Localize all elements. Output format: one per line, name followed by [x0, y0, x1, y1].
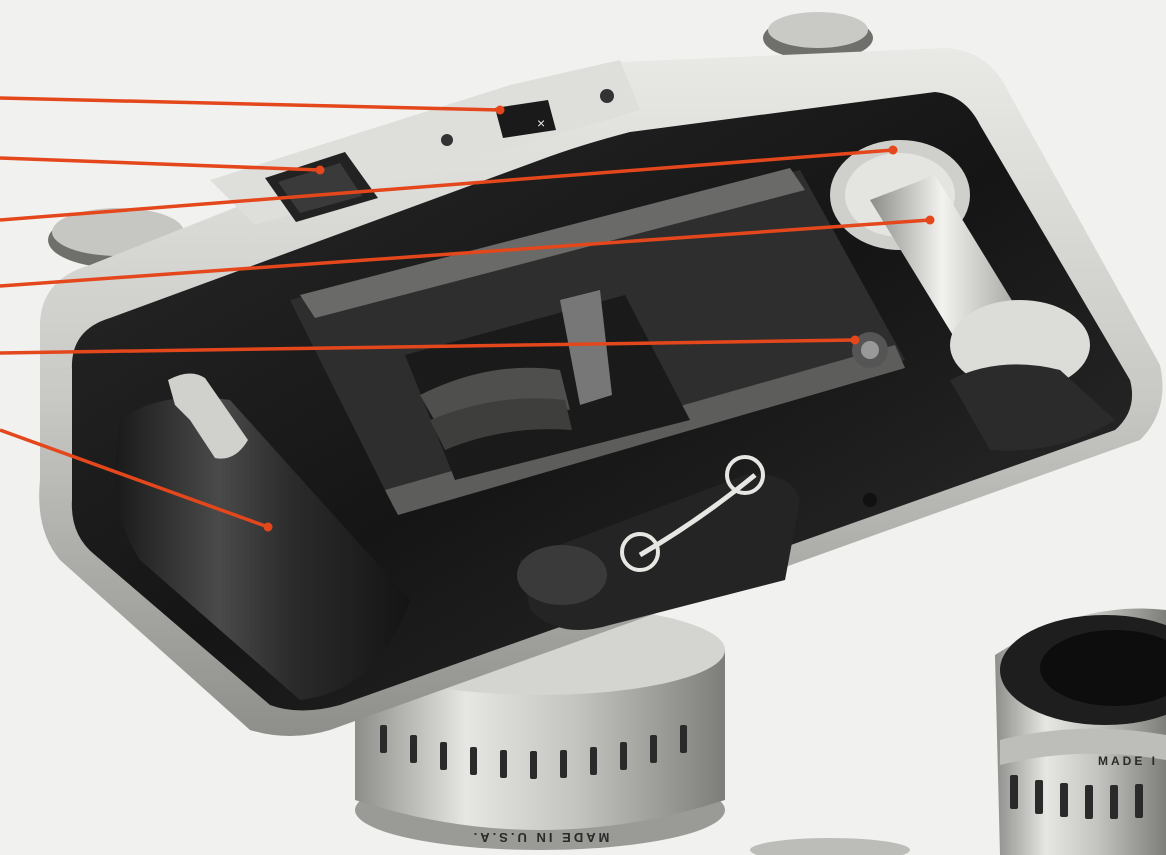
- take-up-spool: [830, 140, 1115, 451]
- lens-engraving-left: MADE IN U.S.A.: [471, 830, 610, 845]
- leader-line-counter-window: [0, 156, 321, 172]
- film-gate: [290, 168, 905, 515]
- leader-dot: [263, 522, 273, 532]
- second-lens: MADE I: [995, 608, 1166, 855]
- leader-line-sprocket-wheel: [0, 338, 856, 355]
- leader-line-supply-chamber: [0, 428, 269, 529]
- leader-line-endpoints: [263, 105, 935, 532]
- leader-line-take-up-spool-top: [0, 148, 894, 222]
- leader-dot: [850, 335, 860, 345]
- leader-line-take-up-spool-core: [0, 218, 931, 288]
- leader-line-top-left-eyelet: [0, 96, 501, 112]
- leader-dot: [925, 215, 935, 225]
- leader-dot: [888, 145, 898, 155]
- advance-knob: [763, 12, 873, 60]
- leader-dot: [315, 165, 325, 175]
- lens-engraving-right: MADE I: [1098, 754, 1158, 768]
- leader-lines: [0, 96, 931, 529]
- shutter-mark-x: ×: [537, 115, 545, 131]
- leader-dot: [495, 105, 505, 115]
- supply-chamber: [115, 373, 410, 700]
- third-lens-edge: [750, 838, 910, 855]
- pressure-plate: [517, 455, 877, 630]
